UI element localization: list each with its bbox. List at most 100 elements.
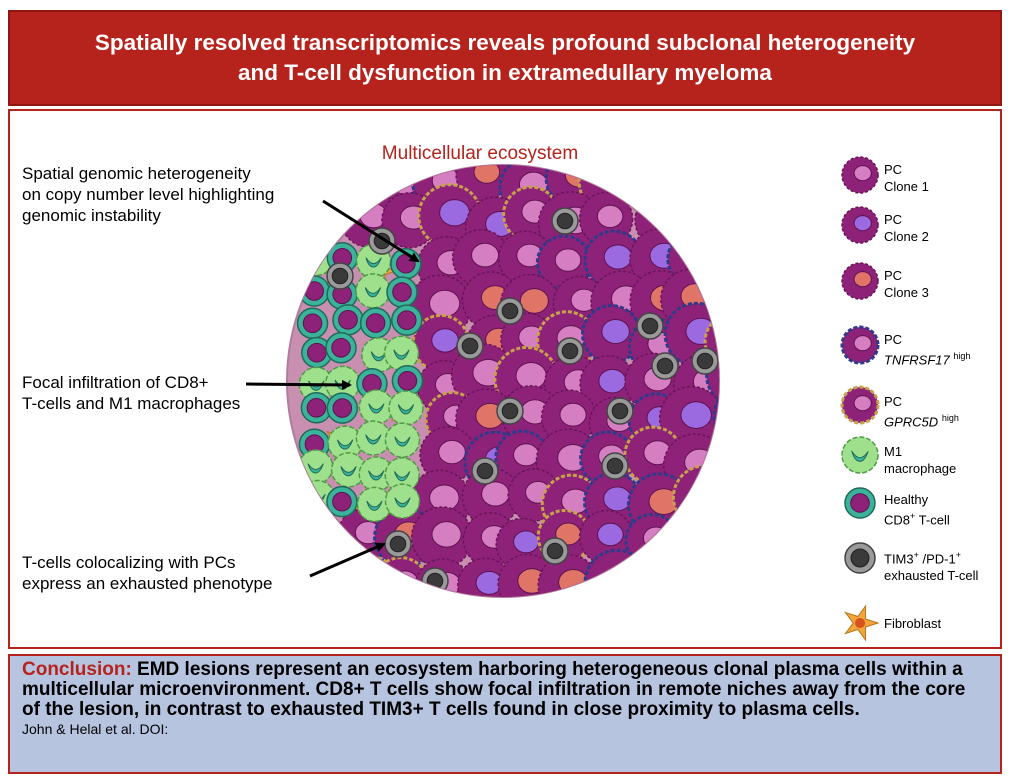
pc-gprc5d-icon	[840, 385, 880, 425]
plasma-cell	[537, 554, 600, 597]
plasma-cell	[703, 272, 719, 335]
plasma-cell	[713, 165, 719, 214]
exhausted-tcell	[686, 567, 714, 595]
pc-clone3-icon	[841, 262, 879, 300]
exhausted-tcell	[496, 397, 524, 425]
plasma-cell	[667, 549, 719, 597]
legend-item-fibroblast: Fibroblast	[884, 616, 942, 631]
healthy-tcell	[296, 307, 329, 340]
macrophage-cell	[355, 420, 392, 456]
title-line-1: Spatially resolved transcriptomics revea…	[94, 30, 916, 55]
conclusion-panel: Conclusion: EMD lesions represent an eco…	[8, 654, 1002, 774]
healthy-tcell	[326, 392, 359, 424]
pc-clone2-icon	[841, 206, 879, 244]
plasma-cell	[705, 342, 719, 409]
exhausted-tcell	[456, 332, 484, 360]
annotation-focal-infiltration: Focal infiltration of CD8+ T-cells and M…	[22, 373, 241, 413]
plasma-cell	[718, 515, 719, 571]
plasma-cell	[622, 552, 678, 597]
plasma-cell	[371, 556, 430, 597]
macrophage-cell	[358, 389, 395, 425]
arrow-focal-infiltration	[245, 379, 352, 390]
legend-item-healthy-tcell: Healthy CD8+ T-cell	[884, 492, 950, 528]
ecosystem-panel: Multicellular ecosystem Spatial genomic …	[8, 109, 1002, 649]
fibroblast-icon	[844, 604, 880, 642]
macrophage-cell	[384, 457, 420, 493]
plasma-cell	[712, 382, 719, 450]
cells-layer	[287, 165, 719, 597]
legend-icons	[840, 156, 880, 642]
arrow-exhausted-phenotype	[309, 542, 386, 578]
healthy-tcell	[298, 275, 330, 307]
ecosystem-title: Multicellular ecosystem	[381, 143, 579, 164]
title-banner: Spatially resolved transcriptomics revea…	[8, 10, 1002, 106]
plasma-cell	[674, 165, 719, 211]
plasma-cell	[714, 430, 719, 488]
plasma-cell	[451, 229, 510, 287]
pc-tnfrsf17-icon	[840, 325, 880, 365]
macrophage-cell	[388, 390, 424, 426]
exhausted-tcell	[556, 337, 584, 365]
healthy-tcell	[300, 392, 333, 424]
plasma-cell	[289, 165, 351, 213]
m1-macrophage-icon	[841, 436, 879, 474]
plasma-cell	[624, 165, 683, 208]
exhausted-tcell	[601, 452, 629, 480]
healthy-tcell	[386, 276, 418, 308]
legend-item-pc-clone2: PC Clone 2	[884, 212, 929, 244]
annotation-exhausted-phenotype: T-cells colocalizing with PCs express an…	[22, 553, 273, 593]
healthy-tcell-icon	[844, 487, 876, 519]
macrophage-cell	[355, 273, 391, 309]
healthy-tcell	[359, 307, 392, 339]
legend-item-m1-macrophage: M1 macrophage	[884, 444, 957, 476]
exhausted-tcell	[651, 352, 679, 380]
macrophage-cell	[356, 486, 393, 523]
healthy-tcell	[326, 485, 358, 518]
plasma-cell	[670, 515, 719, 573]
legend-item-exhausted-tcell: TIM3+ /PD-1+ exhausted T-cell	[884, 550, 979, 584]
plasma-cell	[455, 165, 511, 203]
exhausted-tcell	[691, 347, 719, 375]
plasma-cell	[332, 165, 392, 205]
ecosystem-diagram	[245, 156, 880, 642]
exhausted-tcell	[326, 262, 354, 290]
plasma-cell	[707, 550, 719, 597]
citation: John & Helal et al. DOI:	[22, 721, 169, 737]
exhausted-tcell	[541, 537, 569, 565]
healthy-tcell	[332, 304, 364, 336]
plasma-cell	[419, 426, 477, 484]
arrow-genomic-heterogeneity	[322, 199, 420, 263]
exhausted-tcell	[384, 530, 412, 558]
plasma-cell	[287, 549, 349, 597]
pc-clone1-icon	[841, 156, 879, 194]
exhausted-tcell-icon	[844, 542, 876, 574]
conclusion-text: Conclusion: EMD lesions represent an eco…	[22, 659, 966, 720]
macrophage-cell	[384, 422, 421, 458]
plasma-cell	[701, 225, 719, 288]
plasma-cell	[658, 385, 719, 451]
plasma-cell	[624, 512, 680, 569]
plasma-cell	[711, 474, 719, 538]
exhausted-tcell	[551, 207, 579, 235]
conclusion-label: Conclusion:	[22, 659, 132, 680]
healthy-tcell	[391, 365, 424, 397]
plasma-cell	[287, 184, 345, 246]
macrophage-cell	[383, 335, 420, 372]
plasma-cell	[671, 464, 719, 531]
plasma-cell	[583, 548, 651, 597]
healthy-tcell	[325, 332, 357, 364]
plasma-cell	[410, 506, 474, 569]
legend-item-pc-tnfrsf17: PC TNFRSF17 high	[884, 332, 971, 368]
plasma-cell	[665, 198, 719, 253]
exhausted-tcell	[471, 457, 499, 485]
exhausted-tcell	[421, 567, 449, 595]
exhausted-tcell	[636, 312, 664, 340]
page-title: Spatially resolved transcriptomics revea…	[35, 28, 975, 88]
legend-item-pc-gprc5d: PC GPRC5D high	[884, 394, 959, 430]
healthy-tcell	[301, 336, 333, 369]
exhausted-tcell	[496, 297, 524, 325]
exhausted-tcell	[606, 397, 634, 425]
title-line-2: and T-cell dysfunction in extramedullary…	[238, 60, 772, 85]
plasma-cell	[702, 191, 719, 256]
legend-item-pc-clone1: PC Clone 1	[884, 162, 929, 194]
